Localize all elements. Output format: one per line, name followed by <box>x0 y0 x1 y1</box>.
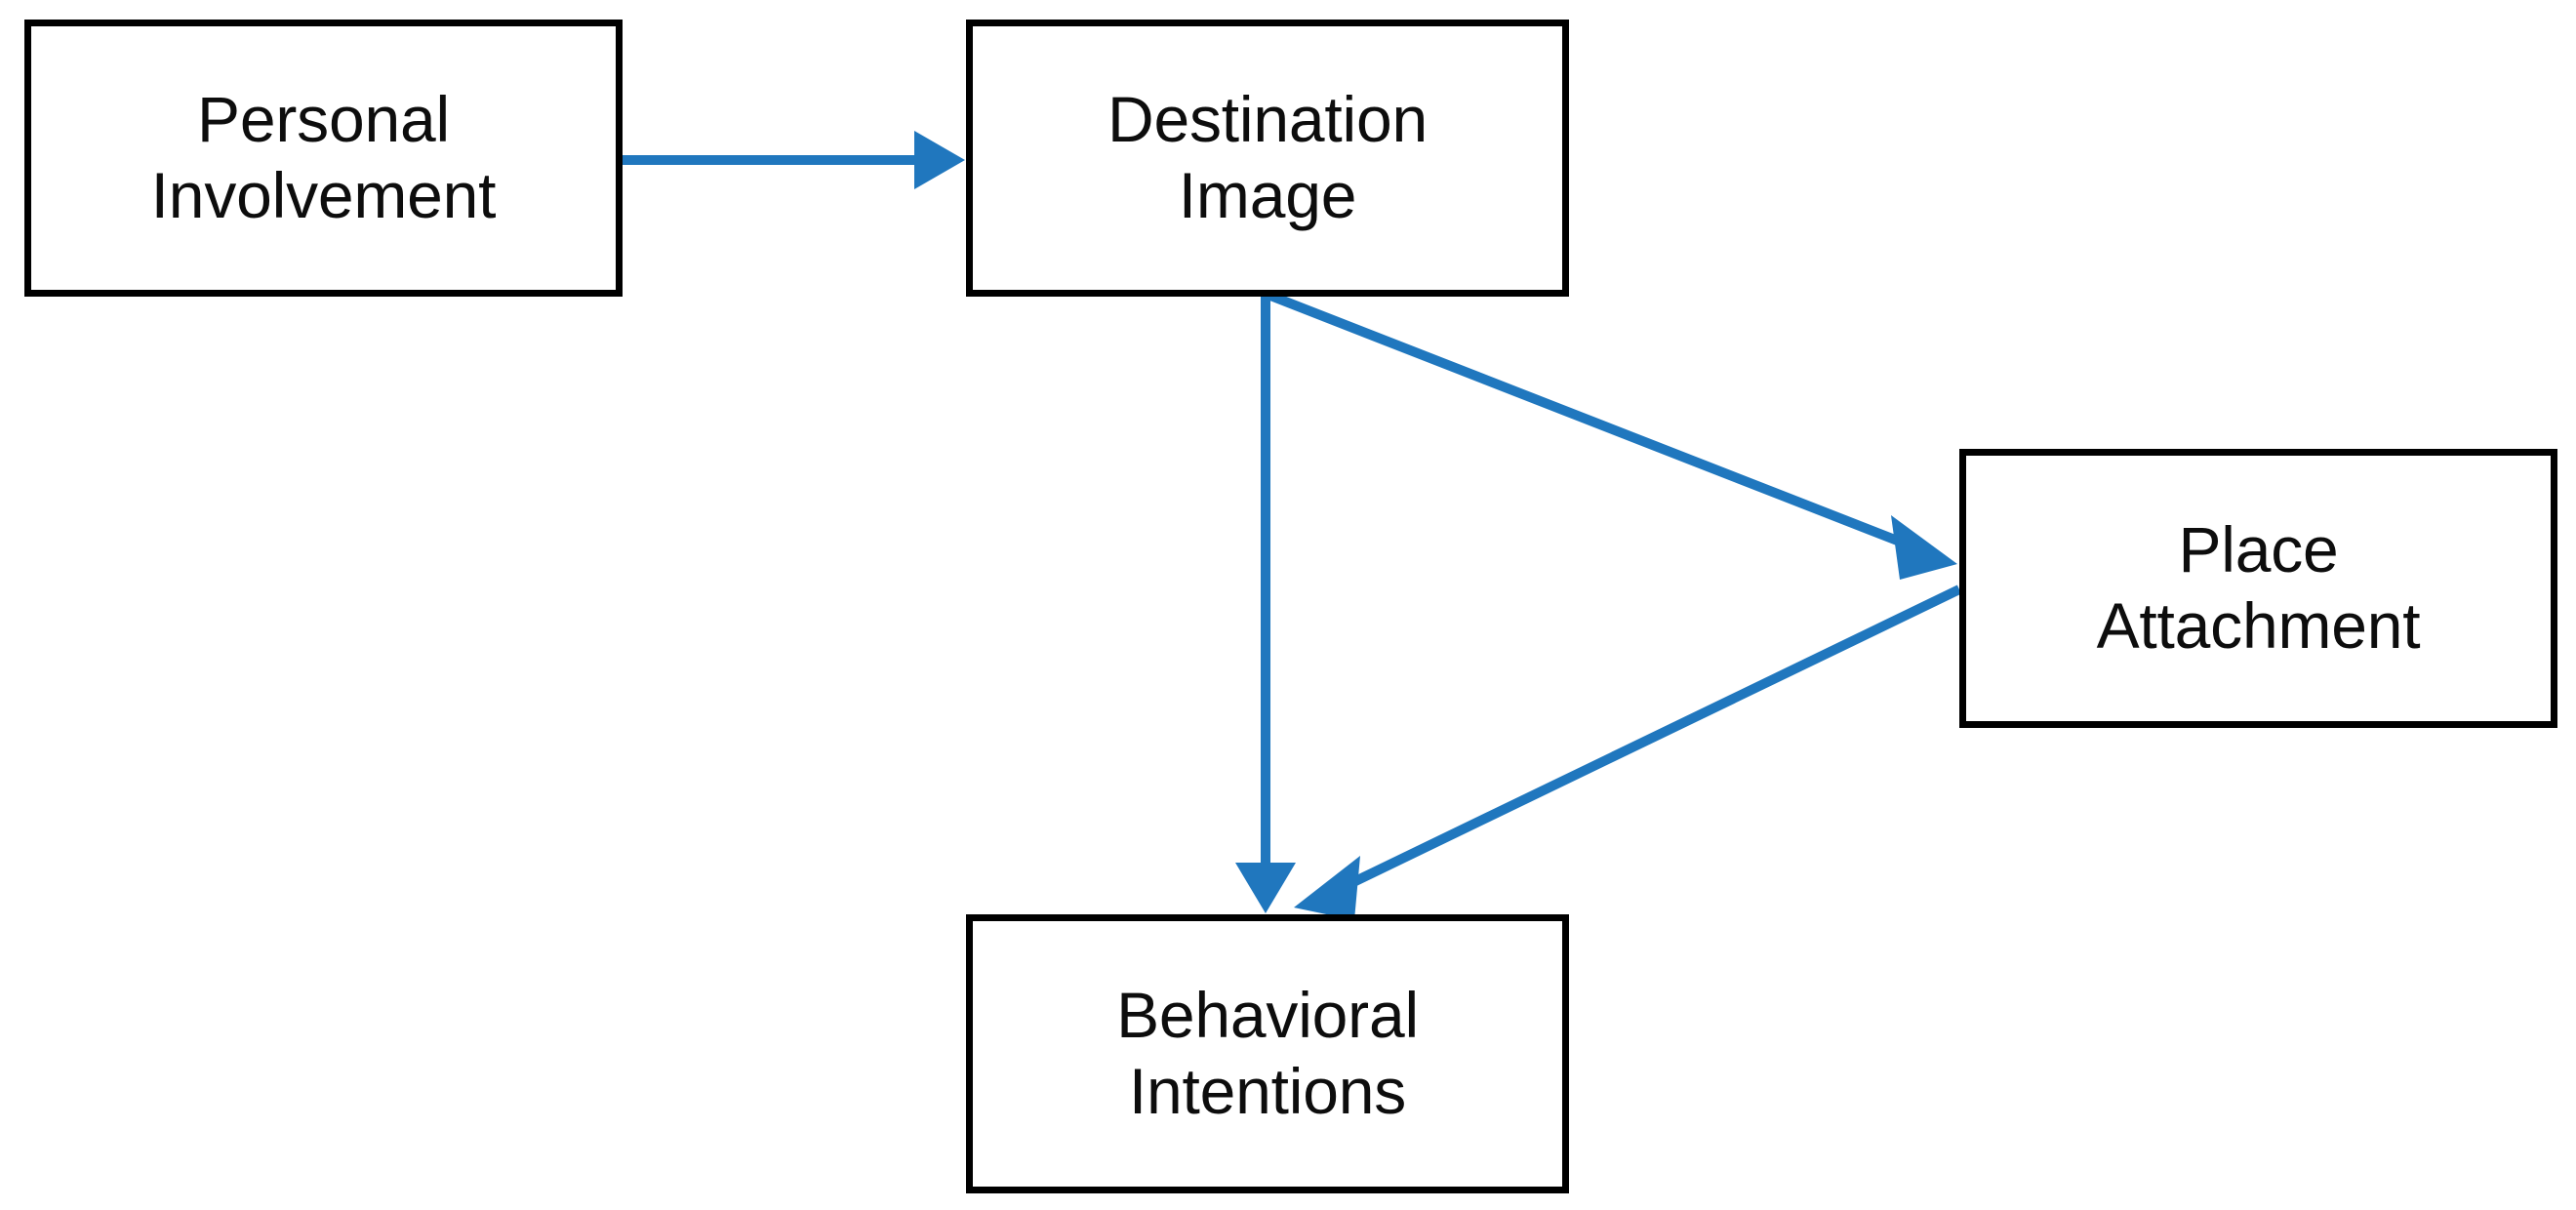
edge-involvement-to-image-arrowhead <box>914 131 965 189</box>
edge-image-to-attachment-arrowhead <box>1891 515 1957 580</box>
edge-image-to-intentions <box>1235 293 1296 913</box>
node-personal-involvement-label: Personal Involvement <box>150 83 497 231</box>
node-personal-involvement[interactable]: Personal Involvement <box>24 20 623 297</box>
node-place-attachment-label: Place Attachment <box>2096 513 2421 662</box>
edge-attachment-to-intentions-arrowhead <box>1294 856 1360 920</box>
edge-attachment-to-intentions <box>1294 585 1962 920</box>
edge-attachment-to-intentions-line <box>1348 585 1962 888</box>
node-behavioral-intentions-label: Behavioral Intentions <box>1116 979 1419 1127</box>
node-behavioral-intentions[interactable]: Behavioral Intentions <box>966 914 1569 1193</box>
node-destination-image-label: Destination Image <box>1107 83 1428 231</box>
edge-image-to-intentions-arrowhead <box>1235 863 1296 913</box>
edge-image-to-attachment <box>1264 289 1957 580</box>
edge-image-to-attachment-line <box>1264 289 1902 546</box>
node-destination-image[interactable]: Destination Image <box>966 20 1569 297</box>
node-place-attachment[interactable]: Place Attachment <box>1959 449 2557 728</box>
edge-involvement-to-image <box>622 131 965 189</box>
